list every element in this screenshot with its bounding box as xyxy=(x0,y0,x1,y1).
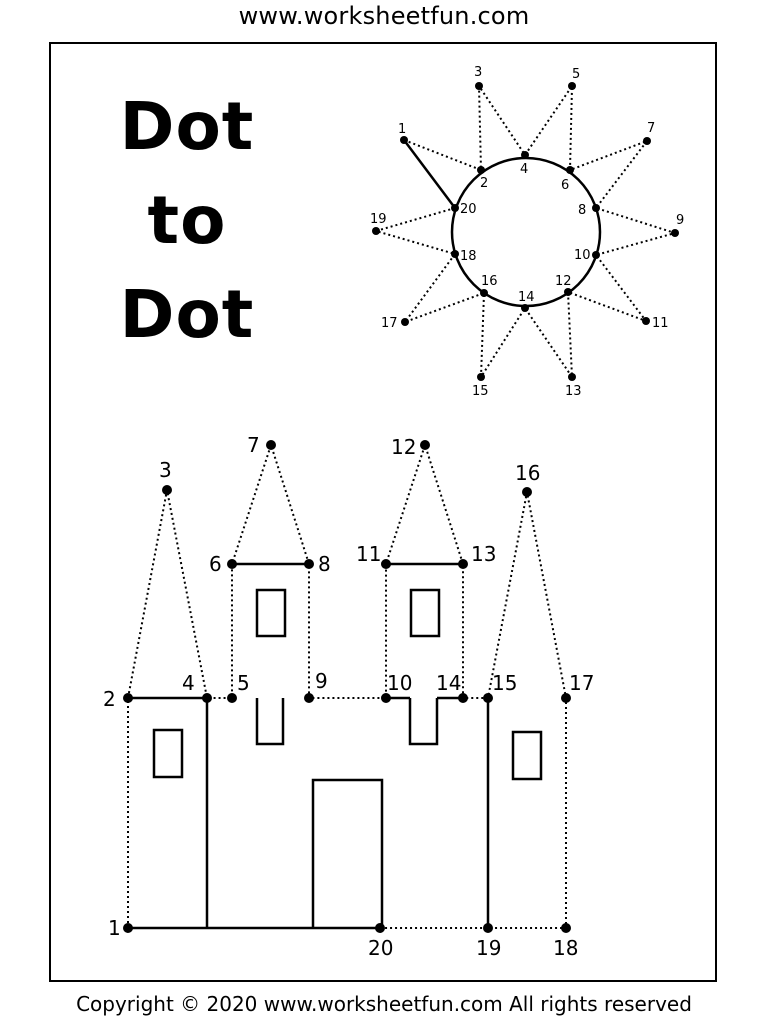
sun-dot-18 xyxy=(451,250,459,258)
castle-dot-8 xyxy=(304,559,314,569)
castle-label-1: 1 xyxy=(108,916,121,940)
sun-puzzle: 1 2 3 4 5 6 7 8 9 10 11 12 13 14 15 16 1… xyxy=(370,65,684,399)
sun-dot-19 xyxy=(372,227,380,235)
sun-label-18: 18 xyxy=(460,249,477,264)
castle-label-7: 7 xyxy=(247,433,260,457)
castle-label-15: 15 xyxy=(492,671,517,695)
castle-label-6: 6 xyxy=(209,552,222,576)
sun-label-14: 14 xyxy=(518,290,535,305)
sun-dot-15 xyxy=(477,373,485,381)
castle-dot-13 xyxy=(458,559,468,569)
sun-label-10: 10 xyxy=(574,248,591,263)
sun-label-19: 19 xyxy=(370,212,387,227)
castle-dot-11 xyxy=(381,559,391,569)
sun-dot-14 xyxy=(521,304,529,312)
castle-dot-2 xyxy=(123,693,133,703)
title-line-1: Dot xyxy=(119,88,255,165)
sun-dot-17 xyxy=(401,318,409,326)
sun-label-13: 13 xyxy=(565,384,582,399)
sun-dot-5 xyxy=(568,82,576,90)
sun-label-3: 3 xyxy=(474,65,482,80)
sun-label-8: 8 xyxy=(578,203,586,218)
castle-label-13: 13 xyxy=(471,542,496,566)
sun-label-1: 1 xyxy=(398,122,406,137)
sun-dot-9 xyxy=(671,229,679,237)
castle-label-17: 17 xyxy=(569,671,594,695)
sun-solid-ray xyxy=(403,139,456,209)
sun-dot-16 xyxy=(480,289,488,297)
castle-label-10: 10 xyxy=(387,671,412,695)
sun-label-20: 20 xyxy=(460,202,477,217)
castle-dot-9 xyxy=(304,693,314,703)
castle-dotted-path xyxy=(127,441,567,929)
sun-label-15: 15 xyxy=(472,384,489,399)
castle-label-9: 9 xyxy=(315,669,328,693)
castle-dot-12 xyxy=(420,440,430,450)
castle-label-11: 11 xyxy=(356,542,381,566)
castle-label-16: 16 xyxy=(515,461,540,485)
worksheet-frame xyxy=(49,42,717,982)
castle-dot-14 xyxy=(458,693,468,703)
sun-dot-3 xyxy=(475,82,483,90)
sun-label-16: 16 xyxy=(481,274,498,289)
sun-dot-10 xyxy=(592,251,600,259)
castle-solid-lines xyxy=(128,562,543,930)
castle-dot-18 xyxy=(561,923,571,933)
sun-dot-13 xyxy=(568,373,576,381)
site-url[interactable]: www.worksheetfun.com xyxy=(238,2,530,30)
sun-label-2: 2 xyxy=(480,176,488,191)
castle-dot-7 xyxy=(266,440,276,450)
castle-dot-4 xyxy=(202,693,212,703)
castle-dot-19 xyxy=(483,923,493,933)
castle-label-5: 5 xyxy=(237,671,250,695)
castle-dot-15 xyxy=(483,693,493,703)
castle-label-8: 8 xyxy=(318,552,331,576)
title-line-3: Dot xyxy=(119,276,255,353)
castle-dot-5 xyxy=(227,693,237,703)
sun-label-5: 5 xyxy=(572,67,580,82)
castle-dot-6 xyxy=(227,559,237,569)
sun-dot-4 xyxy=(521,151,529,159)
sun-circle xyxy=(450,156,602,308)
title-line-2: to xyxy=(147,182,227,259)
castle-label-18: 18 xyxy=(553,936,578,960)
copyright-notice: Copyright © 2020 www.worksheetfun.com Al… xyxy=(76,992,692,1016)
sun-label-7: 7 xyxy=(647,121,655,136)
castle-dot-10 xyxy=(381,693,391,703)
sun-dotted-path xyxy=(372,82,679,381)
castle-label-20: 20 xyxy=(368,936,393,960)
sun-label-9: 9 xyxy=(676,213,684,228)
sun-label-17: 17 xyxy=(381,316,398,331)
sun-dot-8 xyxy=(592,204,600,212)
castle-label-14: 14 xyxy=(436,671,461,695)
castle-label-4: 4 xyxy=(182,671,195,695)
sun-label-4: 4 xyxy=(520,162,528,177)
castle-dot-3 xyxy=(162,485,172,495)
sun-dot-7 xyxy=(643,137,651,145)
sun-dot-20 xyxy=(451,204,459,212)
castle-label-12: 12 xyxy=(391,435,416,459)
sun-dot-1 xyxy=(400,136,408,144)
castle-label-2: 2 xyxy=(103,687,116,711)
castle-dot-16 xyxy=(522,487,532,497)
castle-dot-20 xyxy=(375,923,385,933)
worksheet-title: Dot to Dot xyxy=(92,80,282,362)
castle-label-19: 19 xyxy=(476,936,501,960)
sun-dot-12 xyxy=(564,288,572,296)
sun-label-11: 11 xyxy=(652,316,669,331)
sun-dot-6 xyxy=(566,166,574,174)
sun-dot-2 xyxy=(477,166,485,174)
castle-label-3: 3 xyxy=(159,458,172,482)
castle-puzzle: 1 2 3 4 5 6 7 8 9 10 11 12 13 14 15 16 1… xyxy=(103,433,594,960)
sun-label-12: 12 xyxy=(555,274,572,289)
castle-dot-17 xyxy=(561,693,571,703)
castle-dot-1 xyxy=(123,923,133,933)
sun-label-6: 6 xyxy=(561,178,569,193)
sun-dot-11 xyxy=(642,317,650,325)
